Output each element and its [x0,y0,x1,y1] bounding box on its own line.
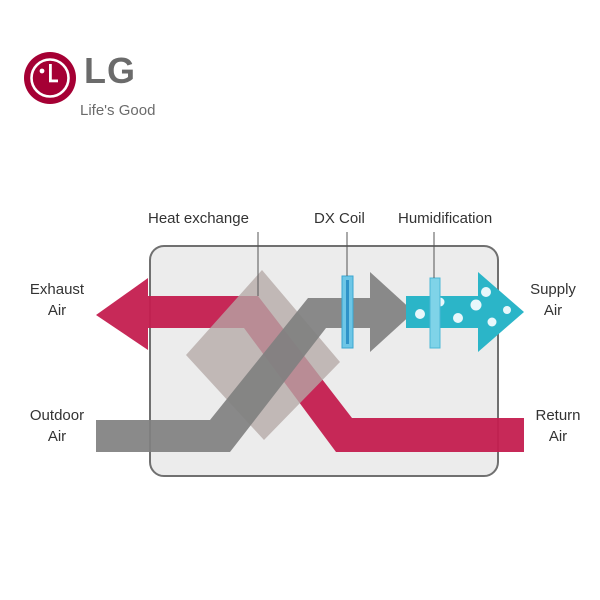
return-air-line-1: Return [535,407,581,424]
humidification-droplets [415,287,511,327]
humidifier-element [429,277,441,349]
droplet [453,313,463,323]
brand-name: LG [84,50,136,91]
outdoor-supply-flow [96,272,414,452]
supply-air-label: Supply Air [516,279,590,321]
exhaust-air-line-2: Air [47,302,67,319]
droplet [470,299,482,311]
dx-coil-label: DX Coil [314,210,365,227]
supply-air-line-2: Air [543,302,563,319]
outdoor-air-line-2: Air [47,428,67,445]
droplet [481,287,491,297]
dx-coil-core [346,280,349,344]
humidified-supply-arrow [406,272,524,352]
outdoor-air-label: Outdoor Air [14,405,100,447]
brand-tagline: Life's Good [80,102,156,119]
droplet [415,309,425,319]
return-air-label: Return Air [522,405,594,447]
humidification-label: Humidification [398,210,493,227]
exhaust-air-line-1: Exhaust [29,281,85,298]
outdoor-air-line-1: Outdoor [29,407,85,424]
lg-face-logo-icon [24,52,76,104]
droplet [487,317,497,327]
return-air-line-2: Air [548,428,568,445]
exhaust-air-label: Exhaust Air [18,279,96,321]
heat-exchange-label: Heat exchange [148,210,249,227]
droplet [503,306,511,314]
supply-air-line-1: Supply [530,281,576,298]
